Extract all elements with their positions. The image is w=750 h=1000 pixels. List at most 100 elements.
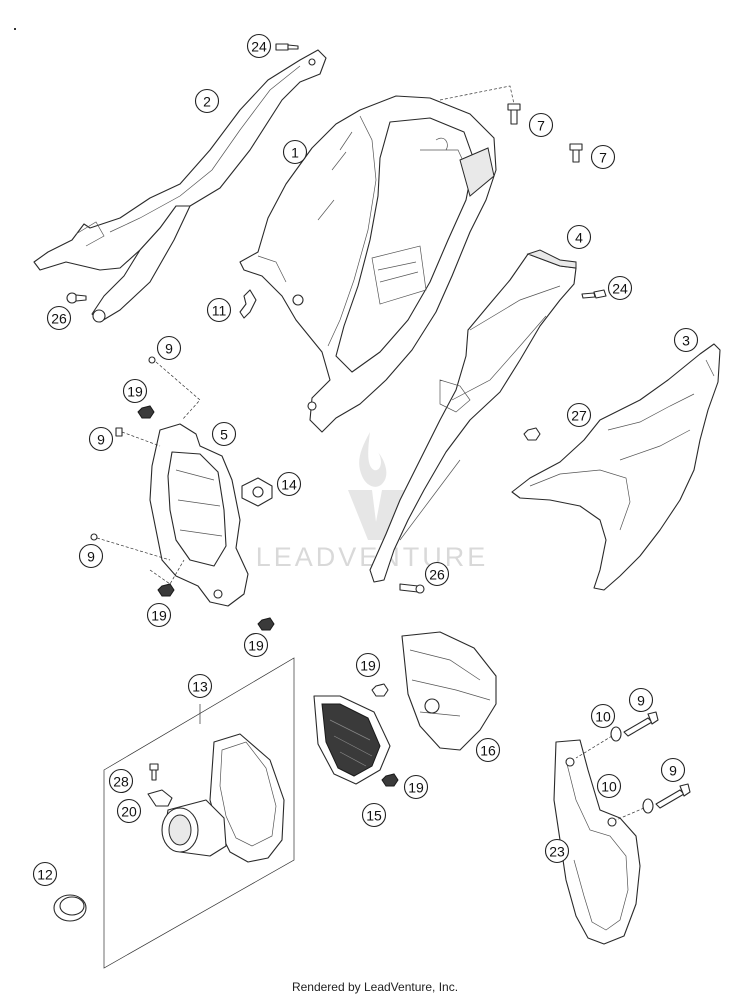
callout-number: 26	[429, 567, 445, 583]
part-16-filter-cage[interactable]	[401, 631, 497, 751]
part-11-clip[interactable]	[239, 289, 257, 319]
callout-9[interactable]: 9	[88, 426, 114, 452]
callout-number: 7	[599, 150, 607, 166]
part-27-nut[interactable]	[523, 427, 541, 441]
part-13-assembly-outline	[103, 657, 295, 969]
callout-23[interactable]: 23	[544, 838, 570, 864]
part-9-bolt-e[interactable]	[655, 783, 691, 809]
callout-number: 9	[165, 341, 173, 357]
part-24-screw-right[interactable]	[581, 289, 607, 299]
callout-number: 15	[366, 808, 382, 824]
callout-circle	[116, 798, 142, 824]
part-19-grommet-e[interactable]	[381, 773, 399, 787]
callout-circle	[424, 561, 450, 587]
leader-9-10-b	[615, 807, 645, 821]
callout-14[interactable]: 14	[276, 471, 302, 497]
part-13-intake-airbox[interactable]	[161, 733, 285, 863]
part-19-grommet-d[interactable]	[371, 683, 389, 697]
part-12-hose-clamp[interactable]	[53, 894, 87, 922]
callout-circle	[46, 305, 72, 331]
part-2-side-rail[interactable]	[33, 49, 327, 323]
callout-9[interactable]: 9	[628, 687, 654, 713]
callout-number: 19	[408, 780, 424, 796]
part-9-bolt-d[interactable]	[623, 711, 659, 737]
part-9-screw-b[interactable]	[115, 427, 123, 437]
callout-circle	[596, 773, 622, 799]
callout-19[interactable]: 19	[243, 632, 269, 658]
callout-1[interactable]: 1	[282, 139, 308, 165]
callout-24[interactable]: 24	[246, 33, 272, 59]
callout-19[interactable]: 19	[146, 602, 172, 628]
callout-circle	[246, 33, 272, 59]
leader-9-c	[96, 537, 171, 561]
callout-13[interactable]: 13	[187, 673, 213, 699]
callout-number: 11	[212, 303, 227, 319]
part-19-grommet-a[interactable]	[137, 405, 155, 419]
callout-10[interactable]: 10	[596, 773, 622, 799]
callout-28[interactable]: 28	[108, 768, 134, 794]
part-9-screw-a[interactable]	[148, 356, 156, 364]
part-10-washer-a[interactable]	[610, 726, 622, 742]
callout-2[interactable]: 2	[194, 88, 220, 114]
watermark-text: LEADVENTURE	[256, 542, 489, 572]
stray-mark	[14, 28, 16, 30]
callout-4[interactable]: 4	[566, 224, 592, 250]
callout-circle	[628, 687, 654, 713]
part-28-screw[interactable]	[149, 763, 159, 781]
callout-9[interactable]: 9	[660, 757, 686, 783]
callout-15[interactable]: 15	[361, 802, 387, 828]
callout-circle	[243, 632, 269, 658]
part-24-screw-top[interactable]	[275, 43, 299, 51]
callout-12[interactable]: 12	[32, 861, 58, 887]
part-15-air-filter[interactable]	[313, 695, 391, 785]
part-10-washer-b[interactable]	[642, 798, 654, 814]
part-19-grommet-c[interactable]	[257, 617, 275, 631]
callout-19[interactable]: 19	[355, 652, 381, 678]
callout-26[interactable]: 26	[46, 305, 72, 331]
part-14-connector[interactable]	[241, 477, 273, 507]
callout-number: 7	[537, 118, 545, 134]
callout-11[interactable]: 11	[206, 297, 232, 323]
callout-number: 1	[291, 145, 299, 161]
callout-24[interactable]: 24	[607, 275, 633, 301]
part-23-side-guard[interactable]	[553, 739, 641, 945]
callout-circle	[194, 88, 220, 114]
part-3-shroud[interactable]	[511, 343, 721, 591]
callout-20[interactable]: 20	[116, 798, 142, 824]
callout-5[interactable]: 5	[211, 421, 237, 447]
part-7-bolt-a[interactable]	[507, 103, 521, 125]
part-20-elbow[interactable]	[147, 789, 173, 807]
callout-16[interactable]: 16	[475, 737, 501, 763]
callout-19[interactable]: 19	[403, 774, 429, 800]
part-1-main-frame[interactable]	[239, 95, 497, 433]
callout-circle	[566, 402, 592, 428]
part-26-bolt-right[interactable]	[399, 583, 425, 594]
callout-circle	[475, 737, 501, 763]
part-7-bolt-b[interactable]	[569, 143, 583, 163]
callout-circle	[355, 652, 381, 678]
callout-circle	[187, 673, 213, 699]
callout-26[interactable]: 26	[424, 561, 450, 587]
part-4-side-cover[interactable]	[369, 249, 577, 583]
part-9-screw-c[interactable]	[90, 533, 98, 541]
callout-7[interactable]: 7	[590, 144, 616, 170]
leader-9-b	[121, 431, 161, 447]
callout-10[interactable]: 10	[590, 703, 616, 729]
callout-9[interactable]: 9	[156, 335, 182, 361]
part-26-bolt-left[interactable]	[66, 292, 87, 304]
leader-9-a	[155, 361, 201, 421]
callout-circle	[673, 327, 699, 353]
callout-circle	[108, 768, 134, 794]
callout-27[interactable]: 27	[566, 402, 592, 428]
callout-circle	[282, 139, 308, 165]
callout-circle	[211, 421, 237, 447]
callout-7[interactable]: 7	[528, 112, 554, 138]
callout-3[interactable]: 3	[673, 327, 699, 353]
callout-circle	[361, 802, 387, 828]
callout-circle	[88, 426, 114, 452]
part-5-filter-frame[interactable]	[149, 423, 249, 607]
part-19-grommet-b[interactable]	[157, 583, 175, 597]
callout-number: 9	[637, 693, 645, 709]
callout-9[interactable]: 9	[78, 543, 104, 569]
callout-19[interactable]: 19	[122, 378, 148, 404]
